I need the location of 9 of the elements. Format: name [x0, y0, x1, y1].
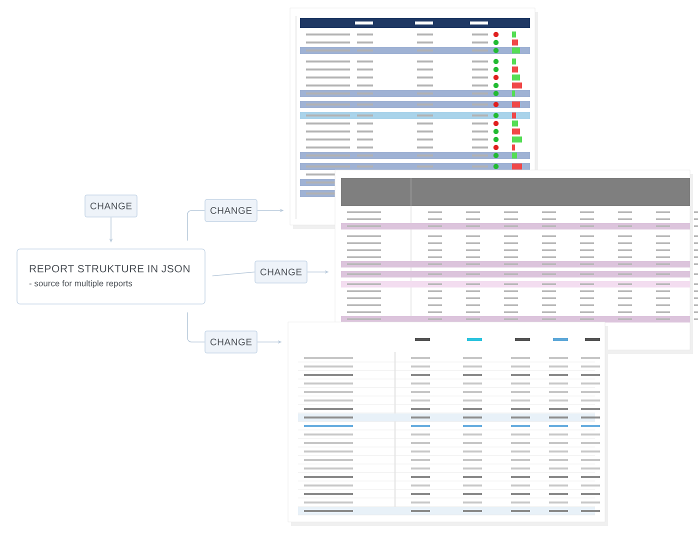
- connector: [212, 272, 255, 276]
- change-box: CHANGE: [84, 194, 138, 218]
- source-box: REPORT STRUKTURE IN JSON - source for multiple reports: [16, 248, 206, 304]
- connector: [187, 312, 206, 342]
- change-box: CHANGE: [254, 260, 308, 284]
- connector: [187, 210, 206, 241]
- change-box: CHANGE: [204, 330, 258, 354]
- report-table-drawing: [288, 322, 608, 526]
- change-box: CHANGE: [204, 199, 258, 222]
